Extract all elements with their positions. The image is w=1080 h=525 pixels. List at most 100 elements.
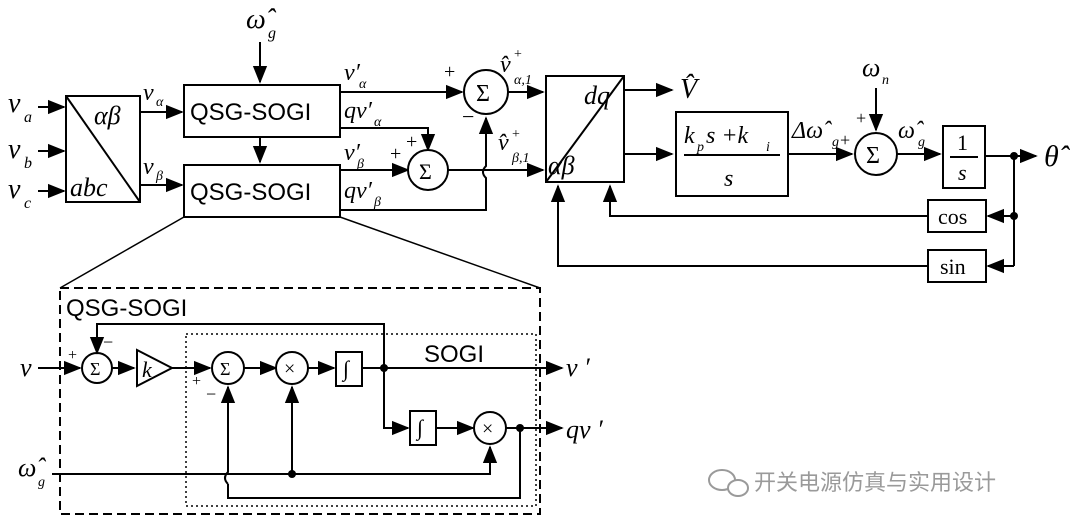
svg-text:Σ: Σ	[476, 81, 490, 107]
omega-g-top-label: ω̂ g	[246, 4, 277, 42]
detail-integrator-1: ∫	[335, 351, 363, 387]
svg-text:QSG-SOGI: QSG-SOGI	[190, 179, 311, 206]
svg-text:QSG-SOGI: QSG-SOGI	[190, 99, 311, 126]
qv-beta-prime-line	[340, 116, 494, 211]
detail-input-v: v	[20, 353, 32, 382]
qv-beta-prime-label: qv′ β	[344, 178, 381, 210]
input-vb-label: v b	[8, 134, 32, 172]
omega-n-plus: +	[856, 108, 866, 128]
sin-feedback-line	[550, 184, 928, 267]
omega-n-label: ω n	[862, 53, 889, 88]
svg-text:+: +	[406, 131, 417, 153]
sogi-label: SOGI	[424, 341, 484, 368]
detail-sum-1: Σ + −	[68, 332, 113, 384]
detail-qv-prime-label: qv ′	[566, 415, 603, 444]
qsg-sogi-detail-box	[59, 287, 541, 515]
input-vc-label: v c	[8, 174, 31, 212]
svg-text:abc: abc	[70, 173, 108, 202]
wechat-icon	[708, 469, 749, 497]
svg-text:Σ: Σ	[419, 159, 432, 184]
svg-text:开关电源仿真与实用设计: 开关电源仿真与实用设计	[754, 471, 996, 496]
svg-text:×: ×	[284, 358, 295, 380]
v-alpha-label: v α	[143, 80, 164, 110]
cos-block: cos	[927, 199, 987, 233]
detail-v-prime-feedback	[89, 323, 385, 368]
v-beta-label: v β	[143, 154, 163, 184]
svg-text:+: +	[390, 143, 401, 165]
svg-text:+: +	[192, 373, 201, 390]
svg-text:v: v	[8, 88, 21, 119]
svg-text:α: α	[359, 77, 367, 92]
svg-text:dq: dq	[584, 81, 610, 110]
cos-feedback-line	[602, 184, 928, 217]
svg-text:k: k	[684, 123, 695, 149]
sin-block: sin	[927, 249, 987, 283]
svg-text:qv′: qv′	[344, 98, 373, 124]
svg-text:ω: ω	[862, 53, 880, 82]
svg-text:αβ: αβ	[548, 151, 575, 180]
park-transform-block: dq αβ	[545, 75, 625, 183]
svg-text:−: −	[103, 332, 113, 352]
svg-text:Σ: Σ	[90, 359, 100, 379]
svg-text:v: v	[8, 134, 21, 165]
detail-mult-2: ×	[473, 411, 507, 445]
svg-text:s +k: s +k	[706, 123, 749, 149]
svg-text:g: g	[832, 135, 839, 150]
detail-integrator-2: ∫	[409, 410, 437, 446]
svg-text:−: −	[206, 384, 216, 404]
svg-text:Σ: Σ	[866, 143, 880, 169]
svg-text:β: β	[373, 195, 381, 210]
svg-text:v′: v′	[344, 140, 361, 166]
svg-text:α: α	[374, 115, 382, 130]
v-hat-beta1-label: v̂ β,1 +	[498, 127, 529, 166]
svg-text:v: v	[8, 174, 21, 205]
svg-text:α: α	[156, 95, 164, 110]
v-hat-output-label: V̂	[680, 74, 700, 105]
svg-text:p: p	[696, 140, 704, 155]
svg-text:v: v	[143, 154, 154, 180]
detail-omega-line	[52, 445, 498, 475]
sum-beta: Σ + +	[390, 131, 449, 191]
svg-text:i: i	[766, 140, 770, 155]
svg-text:+: +	[68, 347, 77, 364]
svg-text:c: c	[24, 195, 31, 212]
input-va-label: v a	[8, 88, 32, 126]
omega-hat-g-label: ω̂ g	[898, 118, 925, 150]
svg-text:+: +	[840, 130, 850, 150]
detail-title: QSG-SOGI	[66, 295, 187, 322]
sogi-dotted-box	[185, 333, 537, 507]
qsg-sogi-beta-block: QSG-SOGI	[183, 164, 341, 218]
detail-omega-label: ω̂ g	[18, 453, 46, 490]
svg-text:Δω̂: Δω̂	[791, 118, 832, 144]
svg-text:β,1: β,1	[511, 151, 529, 166]
svg-text:+: +	[514, 47, 522, 62]
svg-text:×: ×	[482, 418, 493, 440]
watermark: 开关电源仿真与实用设计	[708, 469, 996, 497]
detail-v-prime-to-int2	[383, 368, 410, 436]
detail-mult-1: ×	[275, 351, 309, 385]
integrator-block: 1 s	[942, 125, 986, 189]
theta-hat-label: θ̂	[1044, 140, 1071, 173]
svg-text:a: a	[24, 109, 32, 126]
svg-text:g: g	[38, 475, 45, 490]
svg-text:β: β	[155, 169, 163, 184]
gain-k-triangle: k	[136, 348, 175, 388]
delta-omega-label: Δω̂ g +	[791, 118, 850, 150]
svg-text:Σ: Σ	[220, 359, 230, 379]
v-alpha-prime-label: v′ α	[344, 60, 367, 92]
svg-text:+: +	[512, 127, 520, 142]
detail-sum-2: Σ + −	[192, 351, 245, 404]
svg-text:β: β	[356, 157, 364, 172]
qsg-sogi-alpha-block: QSG-SOGI	[183, 84, 341, 138]
svg-text:s: s	[958, 160, 967, 185]
svg-text:g: g	[918, 135, 925, 150]
svg-text:+: +	[444, 61, 455, 83]
svg-text:k: k	[142, 357, 153, 382]
svg-text:v̂: v̂	[500, 52, 511, 78]
qv-alpha-prime-line	[340, 127, 436, 152]
svg-text:αβ: αβ	[94, 101, 121, 130]
detail-qv-prime-feedback	[227, 428, 521, 499]
v-hat-alpha1-label: v̂ α,1 +	[500, 47, 532, 88]
